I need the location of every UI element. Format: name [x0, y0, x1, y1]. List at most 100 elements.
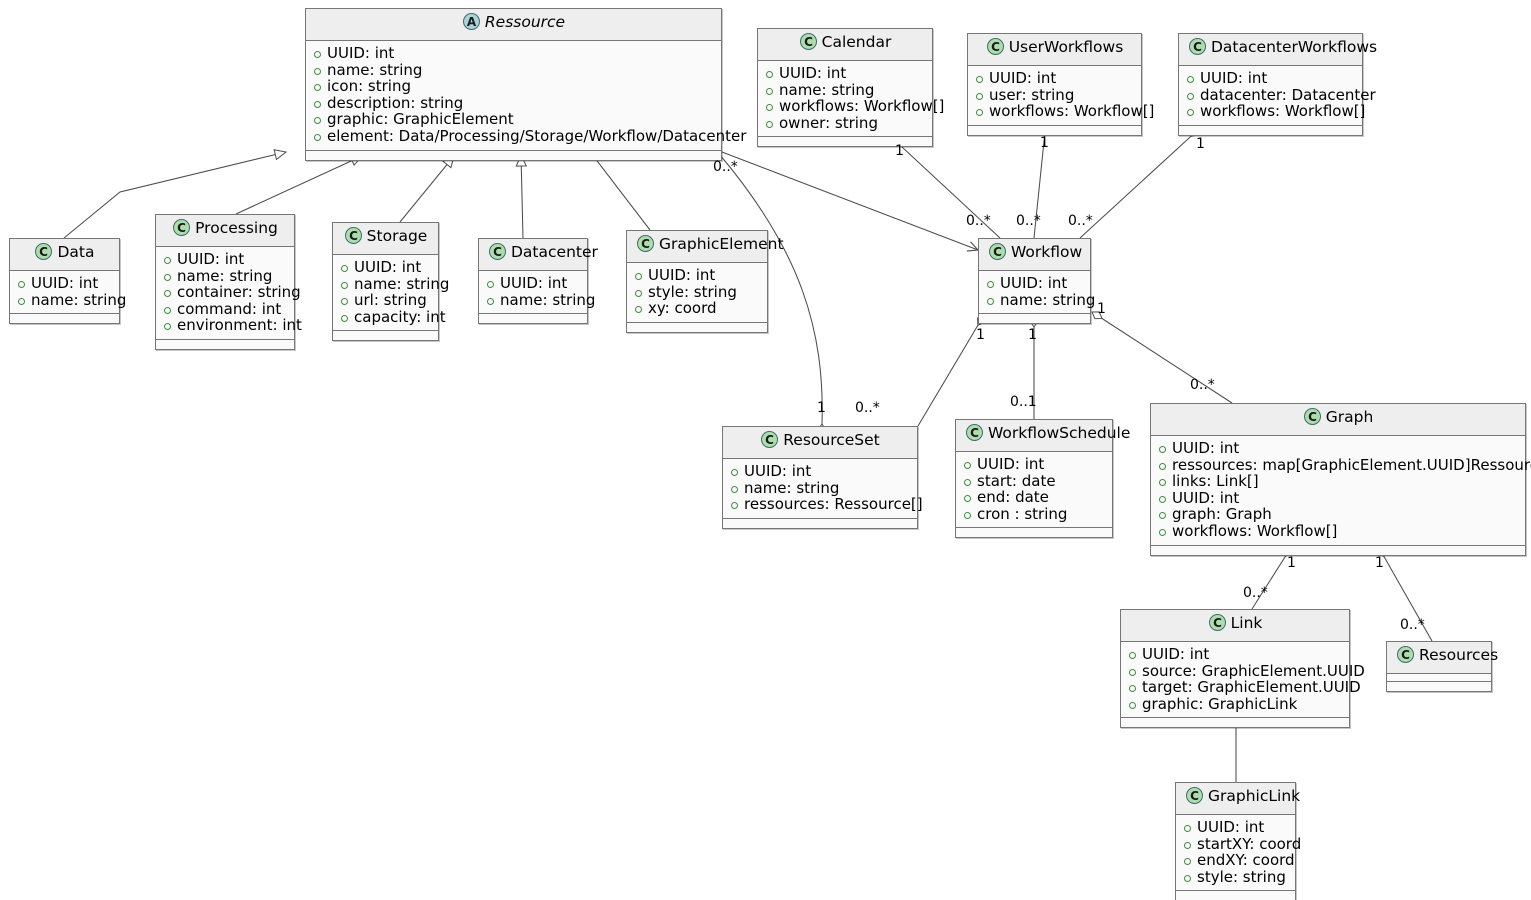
svg-text:C: C — [1401, 648, 1410, 662]
class-name: Link — [1230, 614, 1263, 632]
class-attribute: UUID: int — [730, 463, 910, 480]
multiplicity-label-m-userworkflows-1: 1 — [1040, 135, 1049, 151]
svg-text:C: C — [349, 229, 358, 243]
svg-text:C: C — [40, 245, 49, 259]
svg-text:C: C — [1213, 616, 1222, 630]
class-methods-userworkflows — [968, 125, 1141, 135]
class-icon: C — [1208, 613, 1227, 637]
class-methods-graphicelement — [627, 322, 767, 332]
class-header-resourceset: C ResourceSet — [723, 427, 917, 459]
edge-processing-ressource — [235, 155, 364, 215]
class-attribute: icon: string — [313, 78, 714, 95]
class-icon: C — [344, 226, 363, 250]
class-methods-calendar — [758, 137, 932, 147]
class-name: Calendar — [821, 33, 892, 51]
class-attribute: endXY: coord — [1183, 852, 1295, 869]
abstract-class-icon: A — [462, 12, 481, 36]
class-attribute: UUID: int — [17, 275, 112, 292]
class-attribute: UUID: int — [1186, 70, 1355, 87]
class-name: ResourceSet — [783, 431, 880, 449]
class-attribute: style: string — [634, 283, 760, 301]
class-attribute: name: string — [730, 479, 910, 497]
class-attribute: url: string — [340, 292, 431, 309]
class-attribute: UUID: int — [1128, 646, 1342, 663]
multiplicity-label-m-wf-graph-1: 1 — [1097, 301, 1106, 317]
class-attribute: source: GraphicElement.UUID — [1128, 662, 1365, 680]
class-attribute: cron : string — [963, 506, 1105, 523]
class-icon: C — [1188, 37, 1207, 61]
class-methods-datacenter — [479, 314, 587, 324]
class-name: GraphicElement — [659, 235, 784, 253]
class-attribute: UUID: int — [1158, 440, 1518, 457]
svg-text:C: C — [993, 245, 1002, 259]
class-attribute: UUID: int — [765, 65, 925, 82]
edge-datacenterworkflows-workflow — [1079, 127, 1201, 239]
class-header-storage: C Storage — [333, 223, 438, 255]
class-icon: C — [172, 218, 191, 242]
class-methods-datacenterworkflows — [1179, 125, 1362, 135]
class-name: WorkflowSchedule — [988, 424, 1131, 442]
class-attribute: UUID: int — [163, 251, 287, 268]
svg-text:C: C — [970, 426, 979, 440]
svg-text:C: C — [1190, 789, 1199, 803]
svg-text:C: C — [991, 40, 1000, 54]
class-attribute: UUID: int — [1158, 490, 1518, 507]
multiplicity-label-m-calendar-1: 1 — [895, 143, 904, 159]
class-icon: C — [34, 242, 53, 266]
class-attribute: environment: int — [163, 317, 302, 334]
class-name: Workflow — [1011, 243, 1083, 261]
multiplicity-label-m-rs-star: 0..* — [855, 400, 880, 416]
class-attribute: graphic: GraphicLink — [1128, 696, 1342, 713]
class-attribute: end: date — [963, 489, 1105, 506]
class-icon: C — [636, 234, 655, 258]
class-attribute: workflows: Workflow[] — [765, 98, 944, 115]
class-methods-ressource — [306, 150, 721, 160]
multiplicity-label-m-graph-star: 0..* — [1190, 377, 1215, 393]
multiplicity-label-m-wf-rs-1: 1 — [976, 327, 985, 343]
class-attribute: graph: Graph — [1158, 506, 1518, 523]
class-icon: C — [1185, 786, 1204, 810]
class-header-workflowschedule: C WorkflowSchedule — [956, 420, 1130, 452]
multiplicity-label-m-sched-01: 0..1 — [1010, 394, 1037, 410]
class-attribute: command: int — [163, 301, 287, 318]
class-attribute: name: string — [340, 275, 449, 293]
class-attribute: style: string — [1183, 869, 1288, 886]
class-attribute: ressources: map[GraphicElement.UUID]Ress… — [1158, 456, 1531, 474]
svg-text:C: C — [1193, 40, 1202, 54]
class-icon: C — [1396, 645, 1415, 669]
multiplicity-label-m-link-star: 0..* — [1243, 585, 1268, 601]
class-name: Storage — [366, 227, 428, 245]
class-attribute: UUID: int — [1183, 819, 1288, 836]
edge-datacenter-ressource — [515, 153, 528, 239]
class-attribute: start: date — [963, 472, 1105, 490]
svg-text:C: C — [765, 433, 774, 447]
